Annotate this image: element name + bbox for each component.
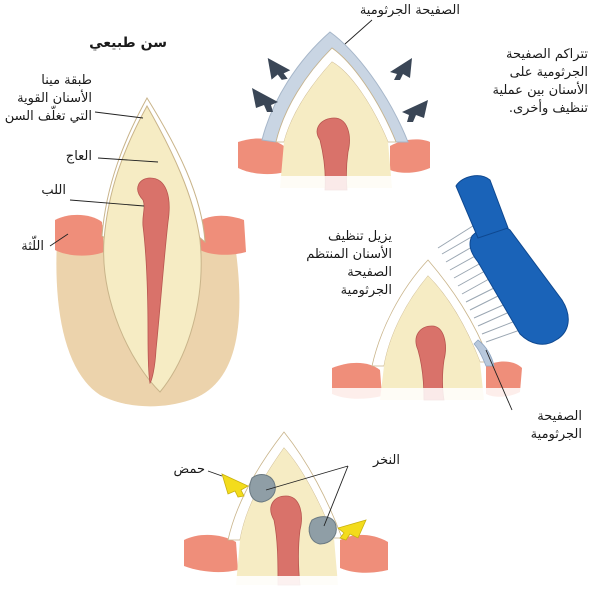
plaque-buildup-caption: تتراكم الصفيحة الجرثومية على الأسنان بين… bbox=[492, 46, 588, 118]
cavity-right bbox=[308, 516, 337, 545]
pulp-canal bbox=[137, 177, 170, 385]
normal-tooth-title: سن طبيعي bbox=[89, 35, 167, 51]
plaque-caption-line-3: الأسنان بين عملية bbox=[492, 83, 588, 98]
brushing-caption-line-4: الجرثومية bbox=[340, 283, 392, 298]
decay-leaders bbox=[207, 465, 349, 527]
acid-label: حمض bbox=[173, 462, 205, 477]
enamel-label: طبقة مينا الأسنان القوية التي تغلّف السن bbox=[5, 72, 92, 126]
brushing-panel bbox=[324, 175, 569, 404]
gum-right bbox=[198, 215, 246, 255]
plaque-buildup-panel bbox=[230, 31, 440, 200]
normal-tooth-leaders bbox=[49, 111, 159, 247]
brushing-caption-line-2: الأسنان المنتظم bbox=[306, 247, 392, 262]
plaque-arrows bbox=[252, 57, 428, 122]
brushing-plaque-label-line-2: الجرثومية bbox=[530, 427, 582, 442]
plaque-caption-line-4: تنظيف وأخرى. bbox=[508, 101, 588, 116]
toothbrush-bristles bbox=[437, 223, 521, 343]
acid-arrow-left bbox=[221, 473, 249, 498]
pulp-label: اللب bbox=[41, 183, 66, 198]
decay-panel bbox=[176, 431, 396, 600]
gum-left bbox=[55, 214, 104, 256]
gum-right-4 bbox=[340, 534, 388, 573]
pulp-canal-3 bbox=[415, 325, 446, 401]
gum-left-2 bbox=[238, 138, 286, 175]
brushing-caption-line-1: يزيل تنظيف bbox=[328, 229, 392, 244]
toothbrush-neck[interactable] bbox=[455, 175, 509, 239]
enamel-label-line-2: الأسنان القوية bbox=[17, 91, 92, 106]
enamel-label-line-3: التي تغلّف السن bbox=[4, 109, 92, 124]
brushing-leaders bbox=[485, 349, 513, 411]
brushing-caption-line-3: الصفيحة bbox=[347, 265, 392, 280]
plaque-remnant bbox=[473, 339, 495, 367]
enamel-label-line-1: طبقة مينا bbox=[41, 73, 92, 88]
plaque-caption-line-1: تتراكم الصفيحة bbox=[505, 47, 588, 62]
normal-tooth-panel bbox=[55, 97, 246, 407]
cavity-left bbox=[249, 474, 276, 503]
gum-left-4 bbox=[184, 534, 238, 573]
brushing-plaque-label: الصفيحة الجرثومية bbox=[531, 408, 582, 444]
brushing-caption: يزيل تنظيف الأسنان المنتظم الصفيحة الجرث… bbox=[306, 228, 392, 300]
plaque-caption-line-2: الجرثومية على bbox=[509, 65, 588, 80]
gum-right-2 bbox=[390, 139, 430, 173]
gum-label: اللّثة bbox=[21, 239, 44, 254]
plaque-leaders bbox=[344, 19, 373, 45]
toothbrush-head[interactable] bbox=[469, 224, 569, 345]
dentin-label: العاج bbox=[65, 149, 92, 164]
plaque-top-label: الصفيحة الجرثومية bbox=[359, 3, 460, 18]
pulp-canal-4 bbox=[270, 495, 302, 586]
acid-arrow-right bbox=[337, 519, 367, 541]
cavity-label: النخر bbox=[372, 453, 400, 468]
brushing-plaque-label-line-1: الصفيحة bbox=[537, 409, 582, 424]
